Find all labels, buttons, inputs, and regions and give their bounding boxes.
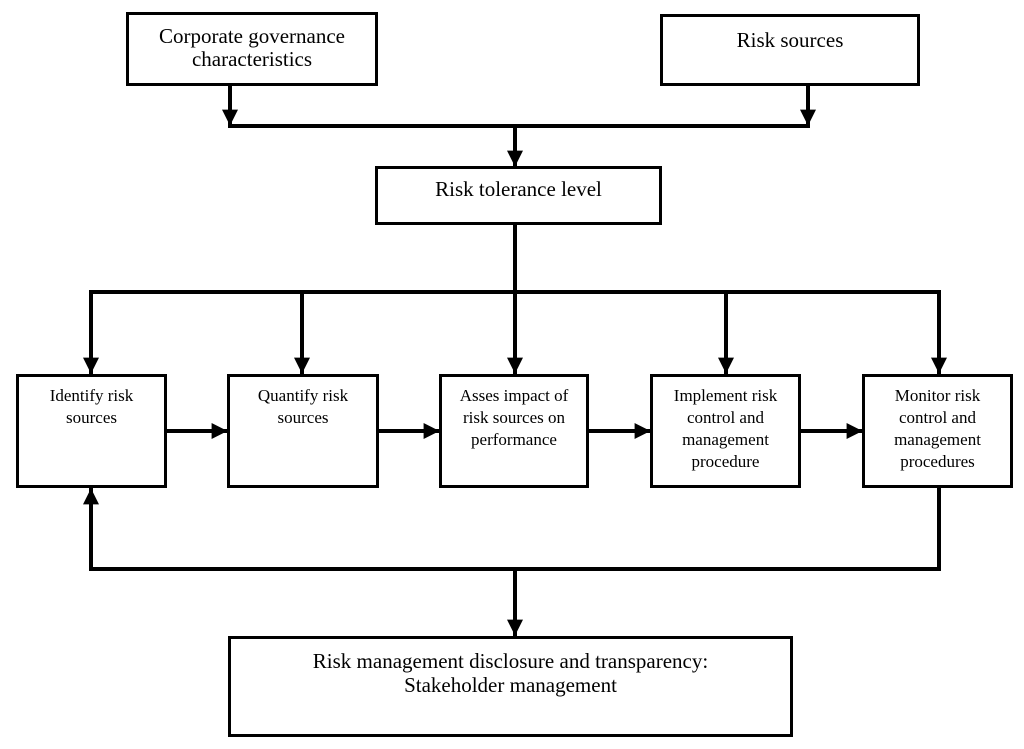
identify-label: Identify risk sources [49,386,134,427]
disclosure-label: Risk management disclosure and transpare… [312,649,709,697]
quantify-node: Quantify risk sources [227,374,379,488]
governance-node: Corporate governance characteristics [126,12,378,86]
implement-label: Implement risk control and management pr… [673,386,778,471]
identify-node: Identify risk sources [16,374,167,488]
risk-sources-label: Risk sources [736,28,844,52]
quantify-label: Quantify risk sources [257,386,349,427]
tolerance-node: Risk tolerance level [375,166,662,225]
risk-sources-node: Risk sources [660,14,920,86]
monitor-node: Monitor risk control and management proc… [862,374,1013,488]
governance-label: Corporate governance characteristics [159,24,345,71]
tolerance-label: Risk tolerance level [435,177,602,201]
assess-node: Asses impact of risk sources on performa… [439,374,589,488]
implement-node: Implement risk control and management pr… [650,374,801,488]
disclosure-node: Risk management disclosure and transpare… [228,636,793,737]
monitor-label: Monitor risk control and management proc… [894,386,981,471]
assess-label: Asses impact of risk sources on performa… [459,386,569,449]
